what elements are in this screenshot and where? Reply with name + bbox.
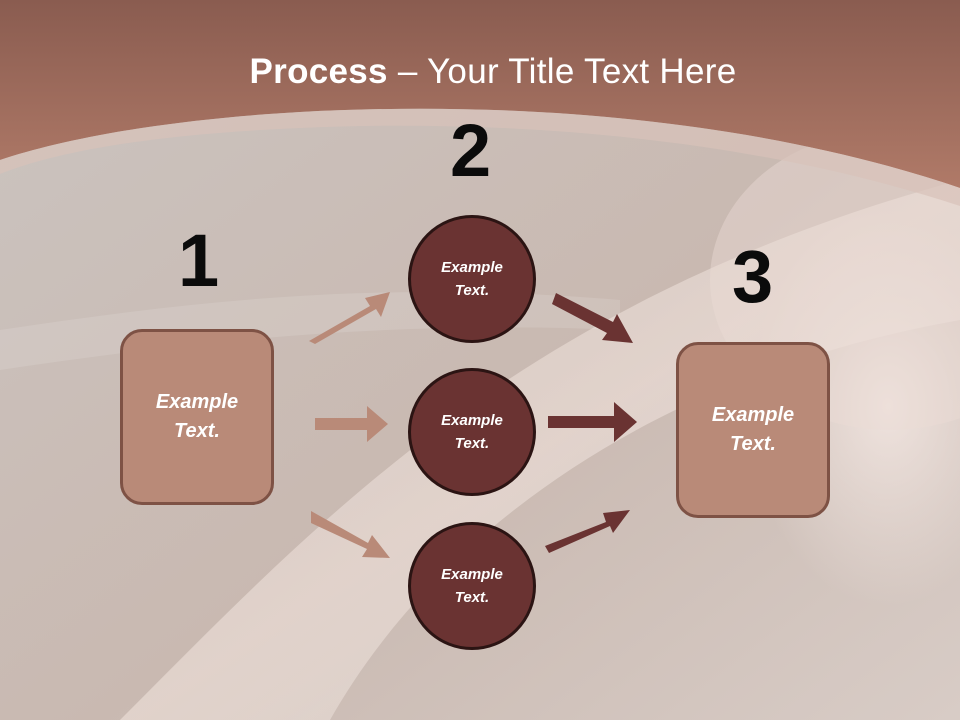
arrow-2c-to-3 (545, 510, 630, 553)
step-2-circle-top: Example Text. (408, 215, 536, 343)
arrow-1-to-2c (311, 511, 390, 558)
step-number-3: 3 (732, 235, 774, 318)
arrow-1-to-2a (309, 292, 390, 344)
step-1-box: Example Text. (120, 329, 274, 505)
title-bold: Process (249, 52, 388, 91)
step-2-label-top: Example Text. (441, 259, 503, 299)
step-2-circle-middle: Example Text. (408, 368, 536, 496)
arrow-1-to-2b (315, 406, 388, 442)
step-2-label-bottom: Example Text. (441, 566, 503, 606)
step-3-label: Example Text. (711, 404, 795, 455)
arrow-2a-to-3 (552, 293, 633, 343)
step-1-label: Example Text. (155, 391, 239, 442)
arrow-2b-to-3 (548, 402, 637, 442)
step-number-1: 1 (178, 219, 220, 302)
step-2-label-middle: Example Text. (441, 412, 503, 452)
step-2-circle-bottom: Example Text. (408, 522, 536, 650)
slide-title: Process – Your Title Text Here (0, 52, 960, 92)
title-rest: – Your Title Text Here (387, 52, 737, 91)
step-3-box: Example Text. (676, 342, 830, 518)
step-number-2: 2 (450, 109, 492, 192)
